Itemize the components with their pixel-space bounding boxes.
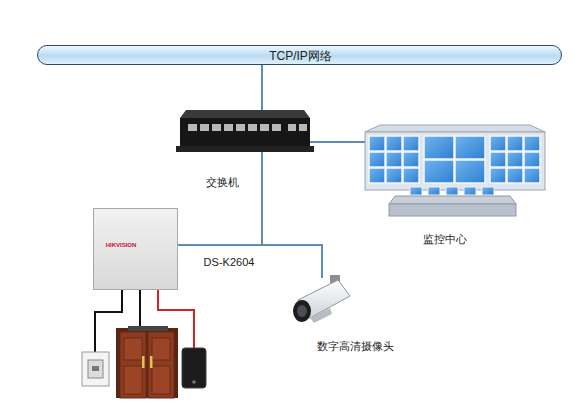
network-link (261, 65, 263, 110)
door (116, 326, 178, 398)
camera (293, 275, 350, 323)
network-link (310, 141, 365, 143)
exit-button (82, 352, 109, 386)
network-link (178, 152, 262, 245)
camera-label: 数字高清摄像头 (317, 340, 394, 353)
switch-box: 交换机 (180, 110, 310, 152)
monitor-label: 监控中心 (423, 233, 467, 246)
network-link (262, 152, 322, 278)
switch-device (176, 110, 314, 152)
switch-label: 交换机 (206, 176, 239, 189)
controller-box: HIKVISIONDS-K2604 (93, 208, 178, 290)
network-pipe: TCP/IP网络 (37, 45, 562, 65)
network-label: TCP/IP网络 (269, 49, 332, 63)
card-reader (182, 348, 206, 388)
camera-box: 数字高清摄像头 (290, 278, 352, 324)
monitoring-center (365, 125, 545, 216)
brand-logo: HIKVISION (106, 242, 137, 249)
model-label: DS-K2604 (204, 256, 255, 269)
monitor-center-box: 监控中心 (365, 125, 545, 217)
